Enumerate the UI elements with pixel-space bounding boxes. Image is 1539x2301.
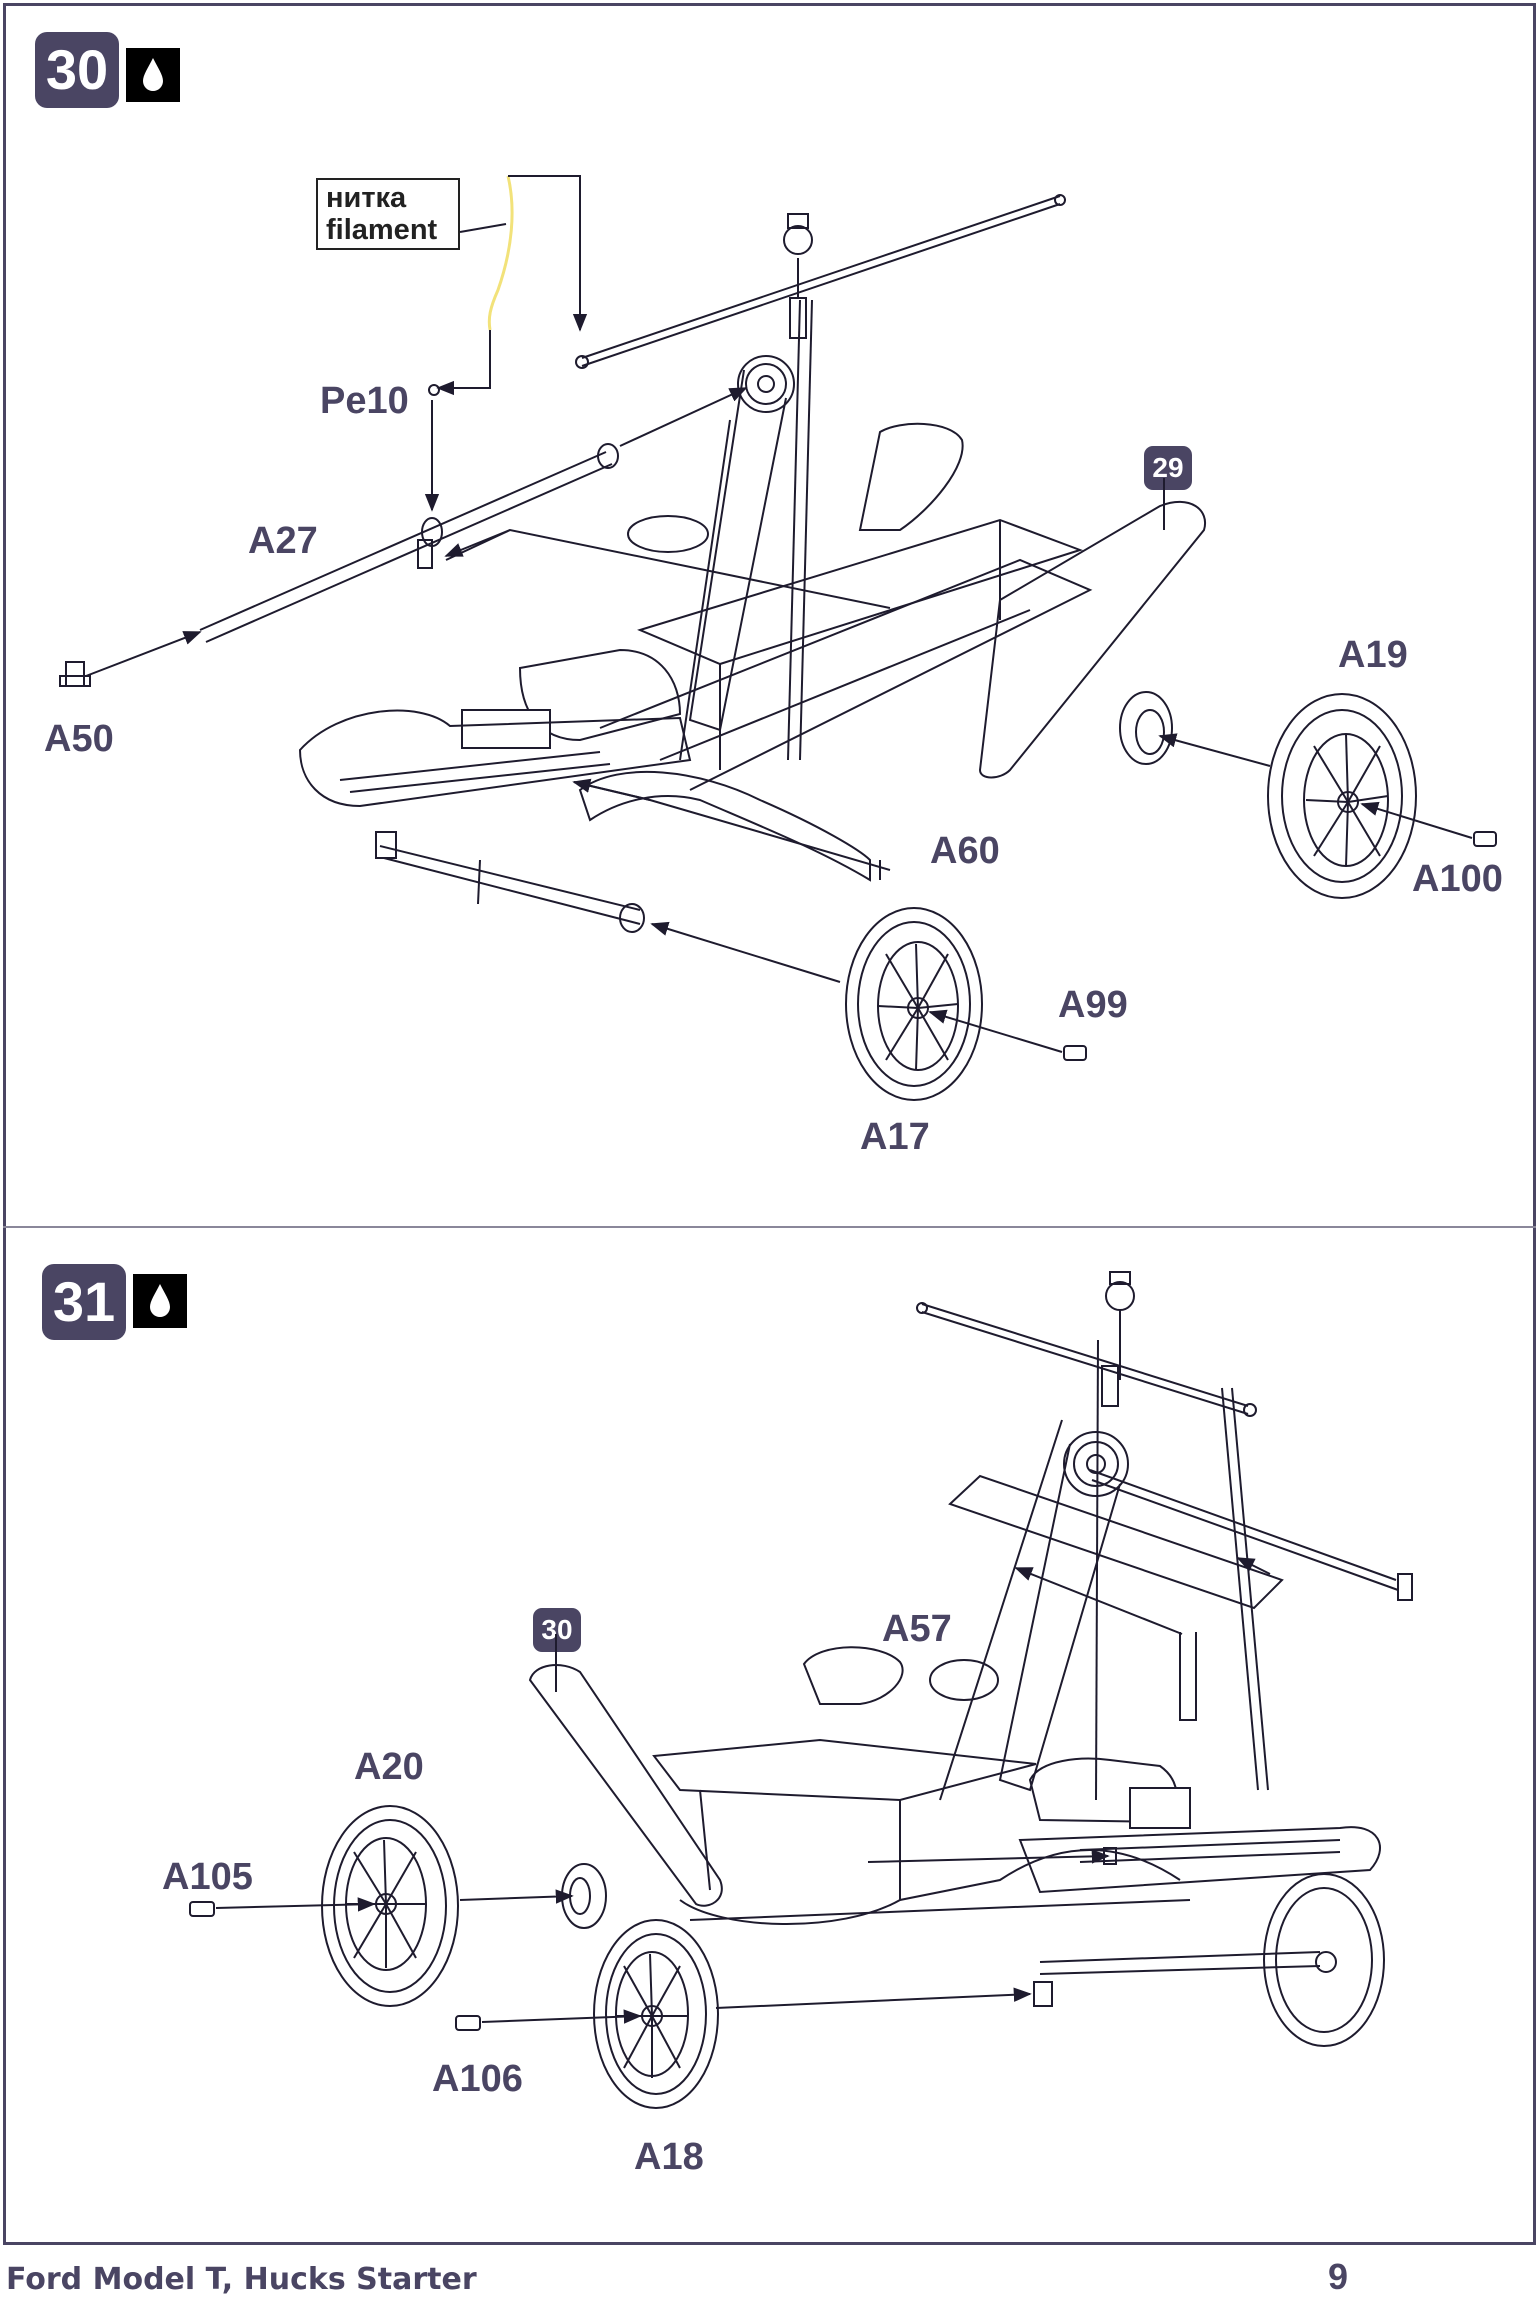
part-label-a60: A60 (930, 830, 1000, 872)
filament-note: нитка filament (316, 178, 460, 250)
part-label-a100: A100 (1412, 858, 1503, 900)
step-divider (3, 1226, 1536, 1228)
part-label-a27: A27 (248, 520, 318, 562)
page-number: 9 (1328, 2256, 1349, 2297)
part-label-a106: A106 (432, 2058, 523, 2100)
step31-drawing (189, 1271, 1413, 2109)
part-label-a57: A57 (882, 1608, 952, 1650)
step30-drawing (59, 175, 1497, 1101)
note-en: filament (326, 214, 438, 246)
step-number: 30 (35, 32, 119, 108)
part-label-pe10: Pe10 (320, 380, 409, 422)
part-label-a17: A17 (860, 1116, 930, 1158)
part-label-a50: A50 (44, 718, 114, 760)
part-label-a20: A20 (354, 1746, 424, 1788)
wheel-spokes (1305, 733, 1389, 867)
glue-drop-icon (133, 1274, 187, 1328)
ref-step-badge: 29 (1144, 446, 1192, 490)
footer-title: Ford Model T, Hucks Starter (6, 2262, 477, 2297)
part-label-a19: A19 (1338, 634, 1408, 676)
part-label-a99: A99 (1058, 984, 1128, 1026)
step-number: 31 (42, 1264, 126, 1340)
note-ru: нитка (326, 182, 407, 214)
part-label-a18: A18 (634, 2136, 704, 2178)
glue-drop-icon (126, 48, 180, 102)
page-frame (3, 3, 1536, 2245)
part-label-a105: A105 (162, 1856, 253, 1898)
